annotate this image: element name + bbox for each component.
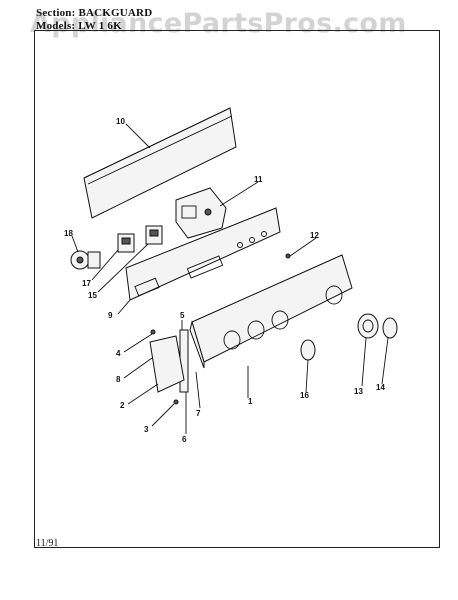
callout-11: 11 bbox=[254, 175, 263, 184]
model-value: LW 1 6K bbox=[78, 20, 122, 32]
callout-15: 15 bbox=[88, 291, 97, 300]
part-3-screw bbox=[173, 399, 179, 405]
callout-3: 3 bbox=[144, 425, 149, 434]
watermark-text: AppliancePartsPros.com bbox=[30, 8, 407, 39]
part-8-end-cap bbox=[149, 335, 185, 393]
part-11-control-housing bbox=[175, 187, 227, 239]
part-14-knob bbox=[382, 317, 398, 339]
part-9-control-panel bbox=[125, 207, 281, 301]
part-17-switch bbox=[117, 233, 135, 253]
leader-lines bbox=[71, 123, 389, 434]
part-12-screw bbox=[285, 253, 291, 259]
callout-7: 7 bbox=[196, 409, 201, 418]
callout-2: 2 bbox=[120, 401, 125, 410]
callout-14: 14 bbox=[376, 383, 385, 392]
part-13-dial-skirt bbox=[357, 313, 379, 339]
callout-9: 9 bbox=[108, 311, 113, 320]
part-16-knob bbox=[300, 339, 316, 361]
model-header: Models: LW 1 6K bbox=[36, 20, 122, 32]
callout-8: 8 bbox=[116, 375, 121, 384]
callout-17: 17 bbox=[82, 279, 91, 288]
callout-1: 1 bbox=[248, 397, 253, 406]
callout-12: 12 bbox=[310, 231, 319, 240]
part-15-switch bbox=[145, 225, 163, 245]
part-4-screw bbox=[150, 329, 156, 335]
callout-5: 5 bbox=[180, 311, 185, 320]
section-header: Section: BACKGUARD bbox=[36, 7, 152, 19]
part-10-top-panel bbox=[83, 107, 237, 219]
callout-13: 13 bbox=[354, 387, 363, 396]
model-label: Models: bbox=[36, 20, 76, 32]
callout-10: 10 bbox=[116, 117, 125, 126]
part-18-timer-motor bbox=[70, 250, 101, 270]
callout-6: 6 bbox=[182, 435, 187, 444]
callout-16: 16 bbox=[300, 391, 309, 400]
date-code: 11/91 bbox=[36, 538, 59, 549]
callout-18: 18 bbox=[64, 229, 73, 238]
part-6-bracket bbox=[179, 329, 189, 393]
diagram-frame bbox=[34, 30, 440, 548]
callout-4: 4 bbox=[116, 349, 121, 358]
section-label: Section: bbox=[36, 7, 76, 19]
part-1-backguard-console bbox=[189, 254, 353, 369]
section-value: BACKGUARD bbox=[78, 7, 153, 19]
